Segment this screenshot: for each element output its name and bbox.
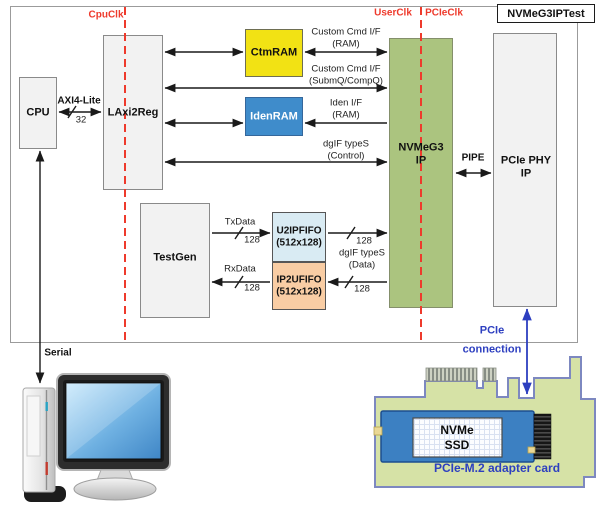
pcie-edge-fingers: [425, 367, 478, 382]
rxdata-width: 128: [244, 282, 260, 294]
iden-if-line1: Iden I/F: [329, 97, 363, 109]
dgif-data-width-top: 128: [356, 235, 372, 247]
ctmram-label: CtmRAM: [250, 46, 298, 59]
iden-if-line2: (RAM): [332, 109, 360, 121]
testgen-block: [140, 203, 210, 318]
u2ipfifo-label-line2: (512x128): [276, 237, 322, 249]
ssd-label-line2: SSD: [444, 438, 470, 453]
pcie-connection-line2: connection: [462, 343, 522, 356]
pciephy-label-line2: IP: [520, 167, 532, 180]
txdata-label: TxData: [224, 216, 256, 228]
ssd-label-line1: NVMe: [440, 423, 474, 438]
m2-connector: [533, 413, 552, 460]
pcieclk-label: PCIeClk: [425, 7, 463, 19]
laxi2reg-label: LAxi2Reg: [107, 106, 159, 119]
cpuclk-label: CpuClk: [88, 9, 124, 21]
ctmram-block: [245, 29, 303, 77]
pcie-edge-fingers: [482, 367, 497, 382]
custom-cmd-q-line1: Custom Cmd I/F: [311, 63, 381, 75]
pipe-label: PIPE: [461, 152, 485, 164]
dgif-control-line1: dgIF typeS: [323, 138, 369, 150]
axi4-lite-width: 32: [75, 114, 87, 126]
custom-cmd-q-line2: (SubmQ/CompQ): [309, 75, 383, 87]
idenram-label: IdenRAM: [250, 110, 298, 123]
desktop-computer-icon: [22, 373, 171, 502]
nvmeg3-ip-block: [389, 38, 453, 308]
nvmeg3-label-line1: NVMeG3: [398, 141, 444, 154]
nvmeg3-label-line2: IP: [415, 154, 427, 167]
laxi2reg-block: [103, 35, 163, 190]
txdata-width: 128: [244, 234, 260, 246]
cpu-label: CPU: [26, 106, 50, 119]
custom-cmd-ram-line2: (RAM): [332, 38, 360, 50]
rxdata-label: RxData: [224, 263, 256, 275]
pciephy-label-line1: PCIe PHY: [500, 154, 552, 167]
dgif-data-width-bottom: 128: [354, 283, 370, 295]
dgif-control-line2: (Control): [327, 150, 365, 162]
pcie-connection-line1: PCIe: [479, 324, 505, 337]
ip2ufifo-label-line1: IP2UFIFO: [276, 274, 322, 286]
u2ipfifo-block: [272, 212, 326, 262]
ip2ufifo-label-line2: (512x128): [276, 286, 322, 298]
ip2ufifo-block: [272, 262, 326, 310]
u2ipfifo-label-line1: U2IPFIFO: [276, 225, 322, 237]
cpu-block: [19, 77, 57, 149]
dgif-data-line1: dgIF typeS: [339, 247, 385, 259]
testgen-label: TestGen: [153, 251, 197, 264]
axi4-lite-label: AXI4-Lite: [57, 95, 101, 107]
adapter-card-caption: PCIe-M.2 adapter card: [433, 461, 561, 476]
diagram-title: NVMeG3IPTest: [497, 4, 595, 23]
serial-label: Serial: [44, 347, 72, 359]
pcie-phy-ip-block: [493, 33, 557, 307]
dgif-data-line2: (Data): [348, 259, 376, 271]
custom-cmd-ram-line1: Custom Cmd I/F: [311, 26, 381, 38]
userclk-label: UserClk: [374, 7, 412, 19]
idenram-block: [245, 97, 303, 136]
